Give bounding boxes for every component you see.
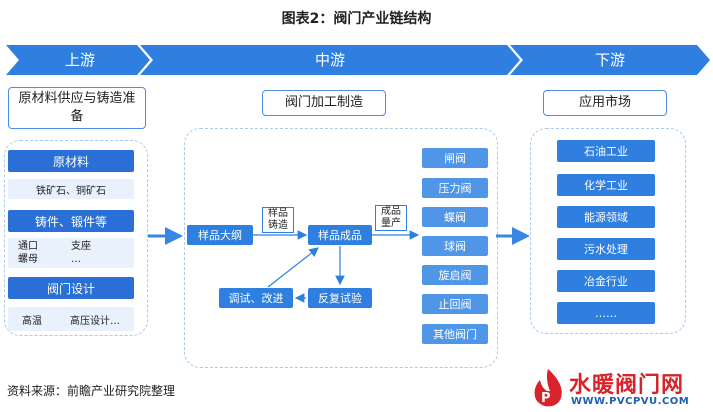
node-debug-improve: 调试、改进 xyxy=(219,288,293,308)
valve-item: 止回阀 xyxy=(422,294,488,314)
raw-material-bar: 原材料 xyxy=(8,150,134,172)
downstream-panel xyxy=(530,128,686,334)
chart-title: 图表2：阀门产业链结构 xyxy=(281,11,432,27)
valve-item: 球阀 xyxy=(422,236,488,256)
source-note: 资料来源：前瞻产业研究院整理 xyxy=(7,384,176,398)
svg-text:P: P xyxy=(541,391,551,406)
watermark-url: WWW.PVCPVU.COM xyxy=(571,396,690,407)
market-item: 石油工业 xyxy=(557,140,655,162)
valve-item: 压力阀 xyxy=(422,178,488,198)
design-item: 高温 xyxy=(22,315,42,327)
stage-arrow-band xyxy=(6,45,710,75)
market-item: 污水处理 xyxy=(557,238,655,260)
upstream-chevron xyxy=(6,45,150,75)
watermark-logo-icon: P xyxy=(534,369,562,407)
node-repeat-test: 反复试验 xyxy=(308,288,372,308)
stage-upstream-label: 上游 xyxy=(64,51,95,69)
node-sample-outline: 样品大纲 xyxy=(187,225,253,245)
design-items: 高温 高压设计… xyxy=(8,307,134,331)
valve-item: 闸阀 xyxy=(422,148,488,168)
market-item: 冶金行业 xyxy=(557,270,655,292)
casting-item: … xyxy=(71,254,81,265)
midstream-heading: 阀门加工制造 xyxy=(262,90,386,116)
casting-item: 通口 xyxy=(18,241,38,252)
valve-item: 其他阀门 xyxy=(422,324,488,344)
stage-midstream-label: 中游 xyxy=(314,51,345,69)
watermark-name: 水暖阀门网 xyxy=(569,373,685,398)
label-sample-casting: 样品 铸造 xyxy=(262,207,294,233)
market-item: …… xyxy=(557,302,655,324)
design-bar: 阀门设计 xyxy=(8,277,134,299)
casting-item: 螺母 xyxy=(18,254,38,265)
raw-items-bar: 铁矿石、铜矿石 xyxy=(8,179,134,199)
design-item: 高压设计… xyxy=(70,315,120,327)
casting-bar: 铸件、锻件等 xyxy=(8,210,134,232)
upstream-heading: 原材料供应与铸造准备 xyxy=(8,87,146,129)
valve-item: 蝶阀 xyxy=(422,207,488,227)
casting-items: 通口 支座 螺母 … xyxy=(8,238,134,268)
downstream-chevron xyxy=(510,45,710,75)
midstream-chevron xyxy=(140,45,520,75)
market-item: 能源领域 xyxy=(557,206,655,228)
downstream-heading: 应用市场 xyxy=(543,90,667,116)
label-mass-production: 成品 量产 xyxy=(375,205,407,231)
valve-item: 旋启阀 xyxy=(422,265,488,285)
stage-downstream-label: 下游 xyxy=(594,51,625,69)
casting-item: 支座 xyxy=(71,241,91,252)
node-sample-product: 样品成品 xyxy=(308,225,372,245)
market-item: 化学工业 xyxy=(557,174,655,196)
arrow-debug-to-product xyxy=(267,247,319,288)
